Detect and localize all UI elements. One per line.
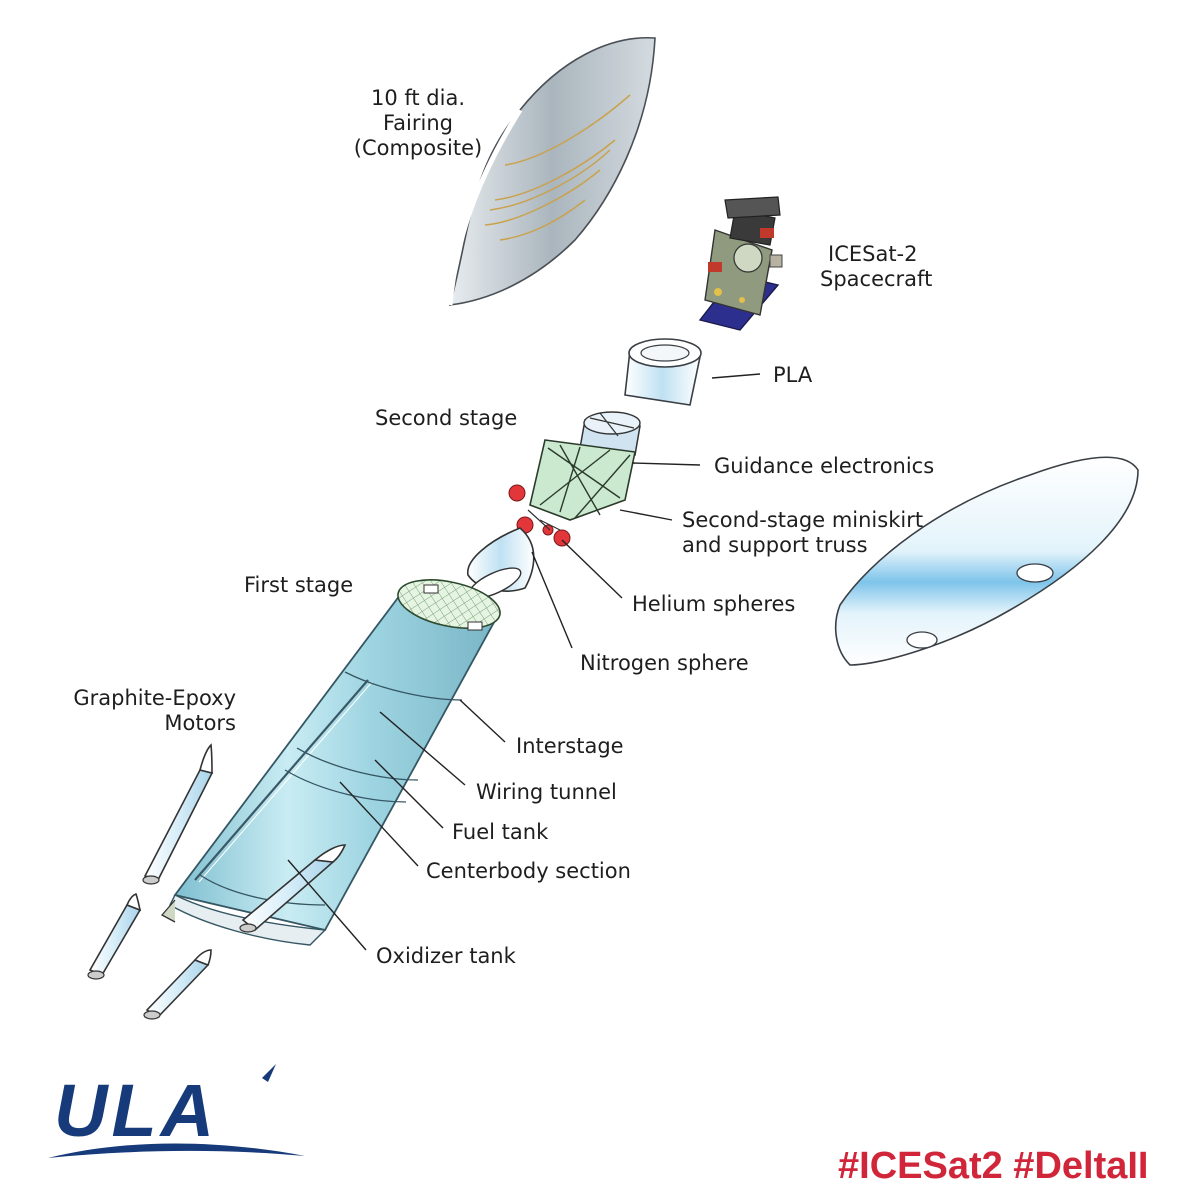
solid-motor-4 <box>239 844 347 933</box>
ula-logo-arrow <box>262 1064 276 1082</box>
label-centerbody-section: Centerbody section <box>426 859 631 883</box>
label-fuel-tank: Fuel tank <box>452 820 549 844</box>
leader-pla <box>711 373 761 379</box>
label-miniskirt-line-2: and support truss <box>682 533 868 557</box>
label-guidance-electronics: Guidance electronics <box>714 454 935 478</box>
ula-logo-text: ULA <box>54 1069 218 1152</box>
leader-oxidizer <box>287 859 367 951</box>
leader-fuel <box>374 759 444 829</box>
second-stage-nozzle <box>467 527 535 599</box>
solid-motor-1 <box>142 743 214 885</box>
first-stage <box>160 579 501 946</box>
second-stage <box>508 411 641 547</box>
label-fairing-line-2: Fairing <box>383 111 453 135</box>
leader-miniskirt <box>619 509 673 521</box>
label-spacecraft: ICESat-2 Spacecraft <box>820 242 932 292</box>
label-interstage: Interstage <box>516 734 624 758</box>
label-fairing-line-1: 10 ft dia. <box>370 86 466 110</box>
label-wiring-tunnel: Wiring tunnel <box>476 780 617 804</box>
label-miniskirt-line-1: Second-stage miniskirt <box>682 508 924 532</box>
label-second-stage: Second stage <box>375 406 518 430</box>
payload-adapter <box>624 338 702 406</box>
leader-helium <box>561 539 623 599</box>
leader-lines <box>287 373 761 951</box>
solid-motor-3 <box>143 949 212 1020</box>
leader-nitrogen <box>531 551 573 649</box>
ula-logo: ULA <box>48 1064 305 1158</box>
label-miniskirt: Second-stage miniskirt and support truss <box>682 508 923 558</box>
ula-logo-swoosh <box>48 1143 305 1158</box>
label-spacecraft-line-1: ICESat-2 <box>828 242 918 266</box>
label-oxidizer-tank: Oxidizer tank <box>376 944 516 968</box>
leader-interstage <box>459 699 506 743</box>
solid-motor-2 <box>87 892 142 980</box>
leader-guidance <box>631 462 701 466</box>
label-first-stage: First stage <box>244 573 354 597</box>
label-fairing-line-3: (Composite) <box>353 136 483 160</box>
label-motors-line-1: Graphite-Epoxy <box>73 686 236 710</box>
label-helium-spheres: Helium spheres <box>632 592 796 616</box>
label-spacecraft-line-2: Spacecraft <box>820 267 933 291</box>
label-nitrogen-sphere: Nitrogen sphere <box>580 651 749 675</box>
label-pla: PLA <box>773 363 813 387</box>
hashtag-text: #ICESat2 #DeltaII <box>838 1145 1149 1187</box>
fairing-half-top <box>447 37 656 306</box>
leader-wiring <box>379 711 466 786</box>
icesat2-spacecraft <box>698 196 783 331</box>
label-fairing: 10 ft dia. Fairing (Composite) <box>338 86 498 161</box>
label-motors: Graphite-Epoxy Motors <box>46 686 236 736</box>
fairing-half-right <box>834 456 1139 666</box>
leader-centerbody <box>339 781 419 867</box>
label-motors-line-2: Motors <box>164 711 236 735</box>
